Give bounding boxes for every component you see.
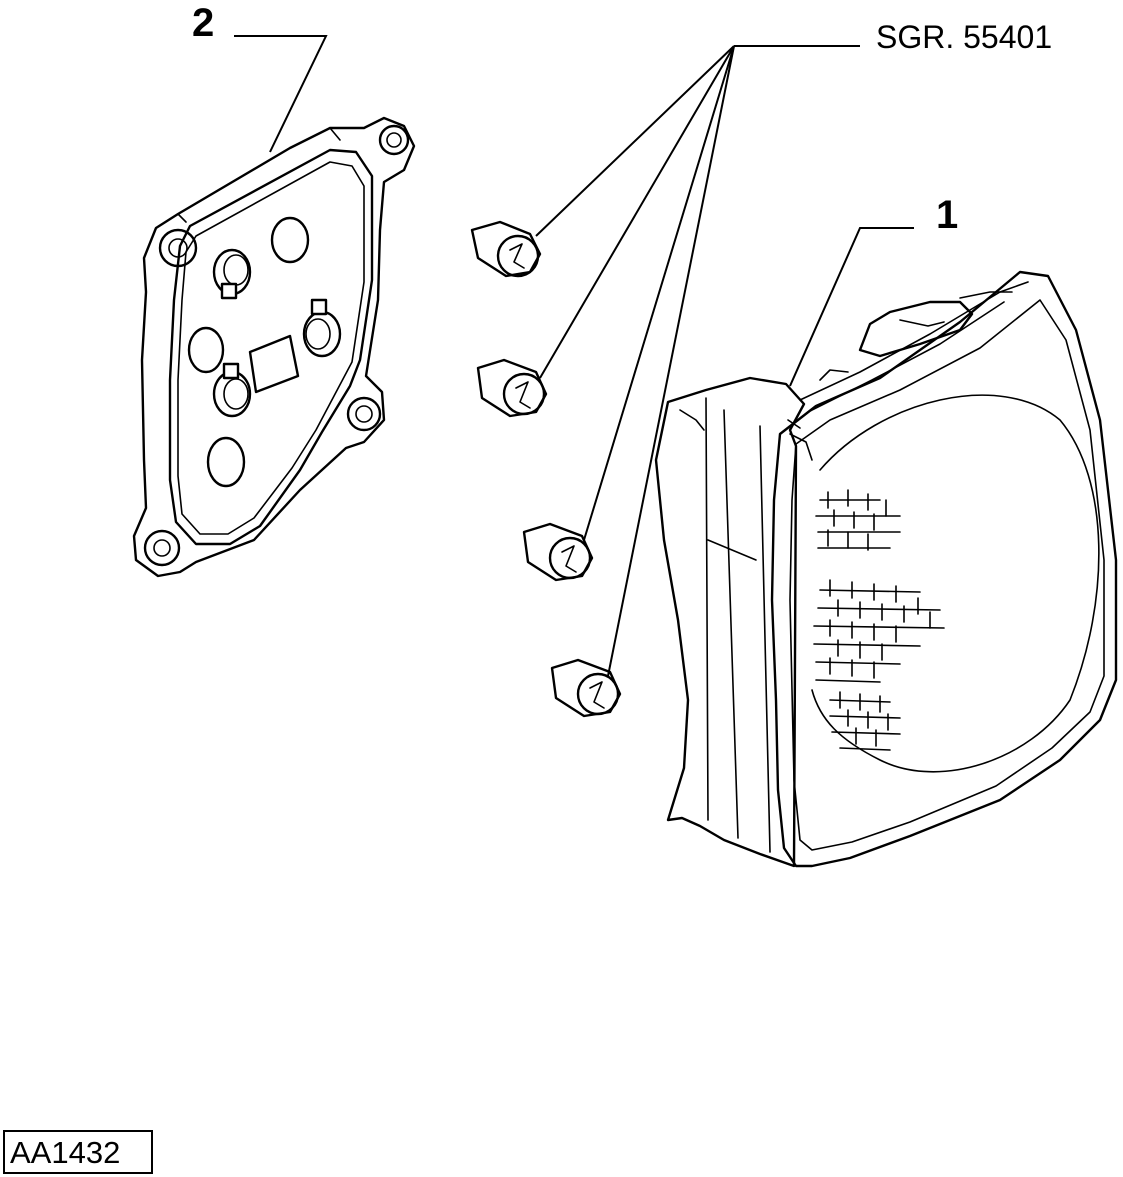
tail-lamp-assembly: [654, 270, 1118, 868]
bulb-4: [550, 658, 622, 718]
callout-part-2: 2: [192, 1, 214, 45]
lens-hatch-bottom: [829, 691, 901, 751]
socket-middle-left: [212, 362, 252, 418]
bulb-1: [470, 220, 542, 278]
callout-part-1: 1: [936, 193, 958, 237]
bulb-3: [522, 522, 594, 582]
lens-hatch-middle: [813, 579, 945, 683]
bulb-holder-plate: [132, 116, 416, 578]
leader-lines: [234, 35, 914, 677]
drawing-code: AA1432: [10, 1135, 120, 1170]
lens-hatch-top: [815, 489, 901, 551]
socket-middle-right: [302, 298, 342, 358]
drawing-code-box: AA1432: [3, 1130, 153, 1174]
callout-bulb-group-ref: SGR. 55401: [876, 19, 1052, 55]
bulb-2: [476, 358, 548, 418]
socket-upper: [212, 248, 252, 300]
